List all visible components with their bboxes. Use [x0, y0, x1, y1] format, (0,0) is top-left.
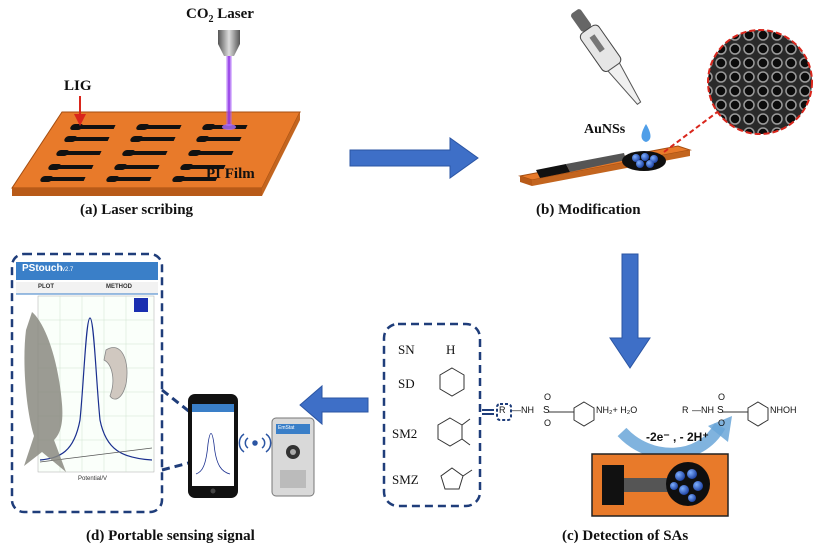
laser-head-icon: [218, 30, 240, 130]
lig-label: LIG: [64, 78, 92, 94]
laser-label-sub: 2: [208, 14, 214, 25]
product-s-o-top: O: [718, 392, 726, 402]
arrow-c-to-d: [299, 384, 369, 426]
reaction-conditions: -2e⁻ , - 2H⁺: [646, 430, 709, 444]
reactant-nh: —NH: [512, 405, 534, 415]
smz-ring: [440, 467, 473, 490]
laser-label-main: CO: [186, 6, 209, 22]
tab-plot[interactable]: PLOT: [38, 284, 54, 290]
modified-electrode: [518, 145, 692, 186]
pipette-icon: [571, 9, 642, 105]
axis-x-label: Potential/V: [78, 476, 108, 482]
reactant-s-o-bottom: O: [544, 418, 552, 428]
product-s-o-bottom: O: [718, 418, 726, 428]
arrow-b-to-c: [609, 253, 651, 369]
pi-film-label: PI Film: [206, 166, 255, 182]
sa-name-sd: SD: [398, 376, 415, 391]
wireless-signal-icon: [238, 433, 272, 453]
reactant-r: R: [499, 405, 506, 415]
product-nhoh: NHOH: [770, 405, 797, 415]
sa-name-sn: SN: [398, 342, 415, 357]
shrimp-icon: [103, 347, 128, 400]
sa-name-smz: SMZ: [392, 472, 419, 487]
arrow-a-to-b: [349, 137, 479, 179]
device-brand: EmStat: [278, 425, 295, 431]
sd-ring: [439, 367, 465, 397]
tab-method[interactable]: METHOD: [106, 284, 132, 290]
reactant-s: S: [543, 405, 550, 416]
caption-a: (a) Laser scribing: [80, 202, 194, 218]
potentiostat-device: [271, 417, 315, 497]
sem-zoom-inset: [663, 29, 813, 153]
smartphone-icon: [188, 394, 238, 498]
sa-structures-box: [382, 322, 482, 508]
sensing-electrode: [591, 453, 729, 517]
sa-name-sm2: SM2: [392, 426, 418, 441]
app-version: v2.7: [62, 267, 74, 273]
product-s: S: [717, 405, 724, 416]
caption-c: (c) Detection of SAs: [562, 528, 689, 544]
droplet-icon: [641, 124, 651, 142]
sm2-ring: [437, 417, 471, 447]
product-nh: —NH: [692, 405, 714, 415]
product-r: R: [682, 405, 689, 415]
sn-substituent: H: [446, 342, 456, 357]
caption-b: (b) Modification: [536, 202, 641, 218]
carp-icon: [24, 312, 66, 472]
product-structure: [722, 401, 769, 427]
reactant-s-o-top: O: [544, 392, 552, 402]
reactant-structure: [482, 401, 595, 427]
app-name: PStouch: [22, 263, 63, 274]
voltammogram-plot: [37, 295, 155, 473]
aunss-label: AuNSs: [584, 122, 626, 137]
reactant-nh2: NH₂+ H₂O: [596, 405, 638, 415]
laser-label: CO2 Laser: [186, 6, 254, 25]
caption-d: (d) Portable sensing signal: [86, 528, 255, 544]
laser-label-rest: Laser: [213, 6, 254, 22]
